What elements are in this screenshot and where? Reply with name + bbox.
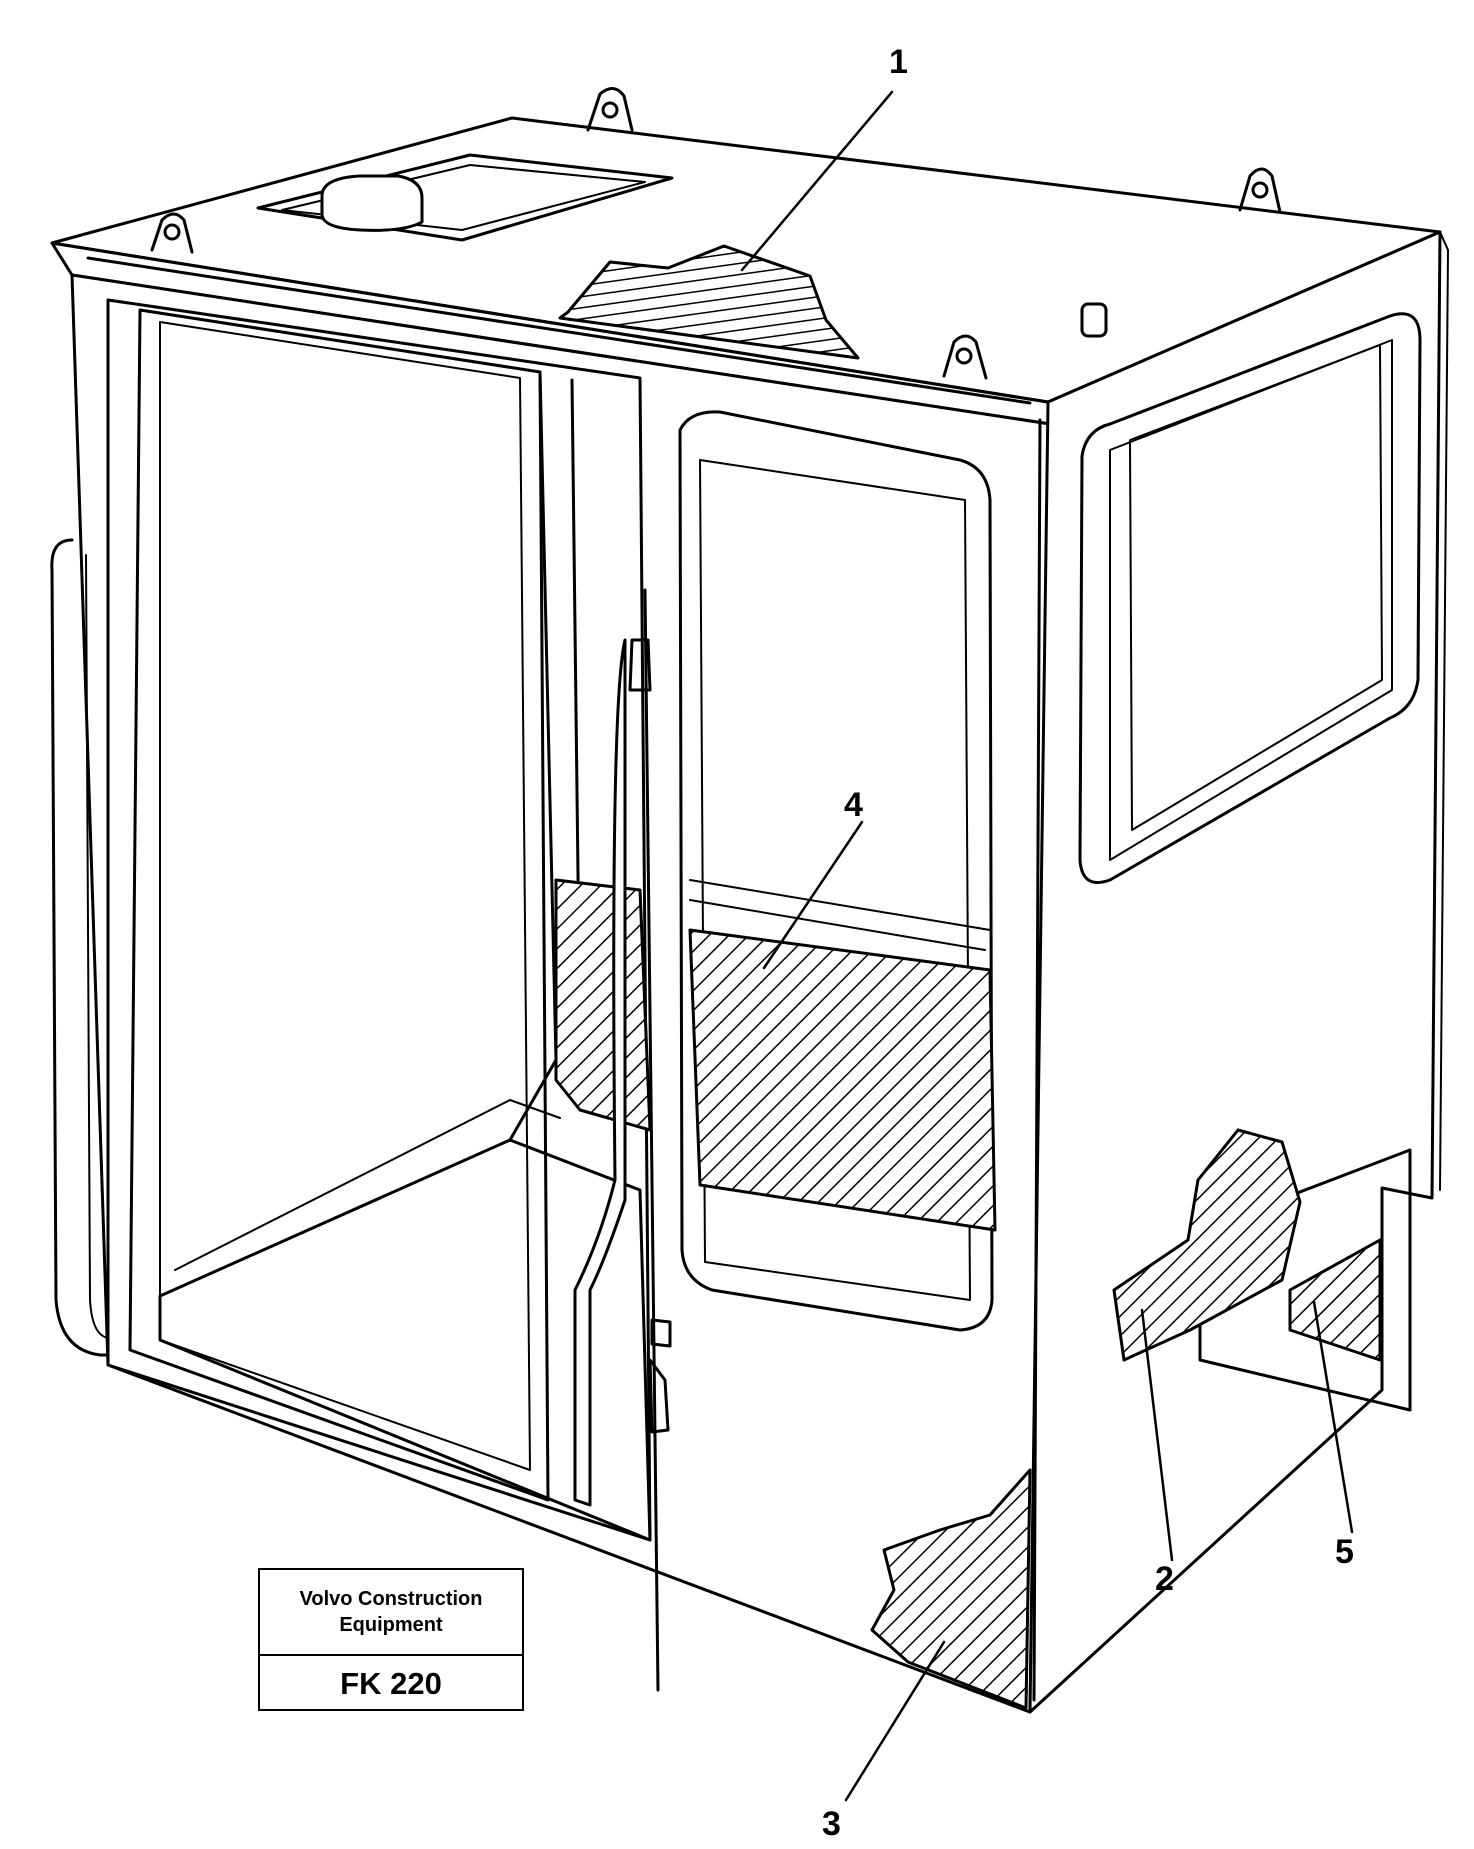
- lifting-eye-3: [150, 212, 194, 254]
- left-door-frame-inner: [128, 308, 550, 1502]
- callout-1: 1: [889, 43, 908, 81]
- side-hatched-panel-2: [1112, 1128, 1302, 1362]
- callout-2: 2: [1155, 1560, 1174, 1598]
- side-access-hatch: [1288, 1238, 1382, 1362]
- door-window-frame: [678, 410, 994, 1332]
- lifting-eye-1: [586, 87, 634, 132]
- front-hatched-panel-3: [870, 1468, 1032, 1710]
- window-floor-edge: [689, 879, 991, 951]
- company-line-2: Equipment: [339, 1614, 443, 1636]
- left-handrail: [50, 538, 110, 1357]
- title-block-code: FK 220: [260, 1656, 522, 1711]
- window-floor: [688, 928, 997, 1232]
- door-grab-bar: [573, 638, 627, 1507]
- callout-5: 5: [1335, 1533, 1354, 1571]
- roof-lip-inner: [86, 256, 1032, 405]
- drawing-code: FK 220: [340, 1665, 442, 1701]
- door-latch: [648, 1318, 672, 1434]
- roof-post: [1080, 302, 1108, 338]
- door-handrail: [628, 588, 660, 1692]
- callout-4: 4: [844, 786, 863, 824]
- lifting-eye-2: [1238, 167, 1282, 214]
- leader-3: [844, 1640, 946, 1802]
- side-window-glass: [1129, 344, 1383, 831]
- side-window-frame: [1078, 312, 1422, 884]
- left-handrail-inner: [85, 554, 109, 1339]
- roof-hatched-panel-1: [558, 244, 860, 360]
- lifting-eye-4: [942, 334, 988, 380]
- title-block-company: Volvo Construction Equipment: [260, 1570, 522, 1656]
- side-face-edge: [1439, 231, 1449, 1191]
- side-face-outline: [1028, 230, 1442, 1714]
- title-block: Volvo Construction Equipment FK 220: [258, 1568, 524, 1711]
- callout-3: 3: [822, 1805, 841, 1843]
- corner-edge: [1032, 418, 1042, 1702]
- interior-floor-edge: [174, 1099, 561, 1271]
- roof-vent: [320, 174, 424, 232]
- leader-4: [762, 820, 864, 970]
- leader-1: [740, 90, 894, 272]
- company-line-1: Volvo Construction: [299, 1588, 483, 1610]
- leader-5: [1312, 1300, 1354, 1534]
- interior-floor: [158, 1138, 652, 1542]
- rear-wall-hatch: [554, 878, 652, 1132]
- left-door-frame-inner-2: [159, 321, 531, 1471]
- leader-2: [1140, 1308, 1174, 1562]
